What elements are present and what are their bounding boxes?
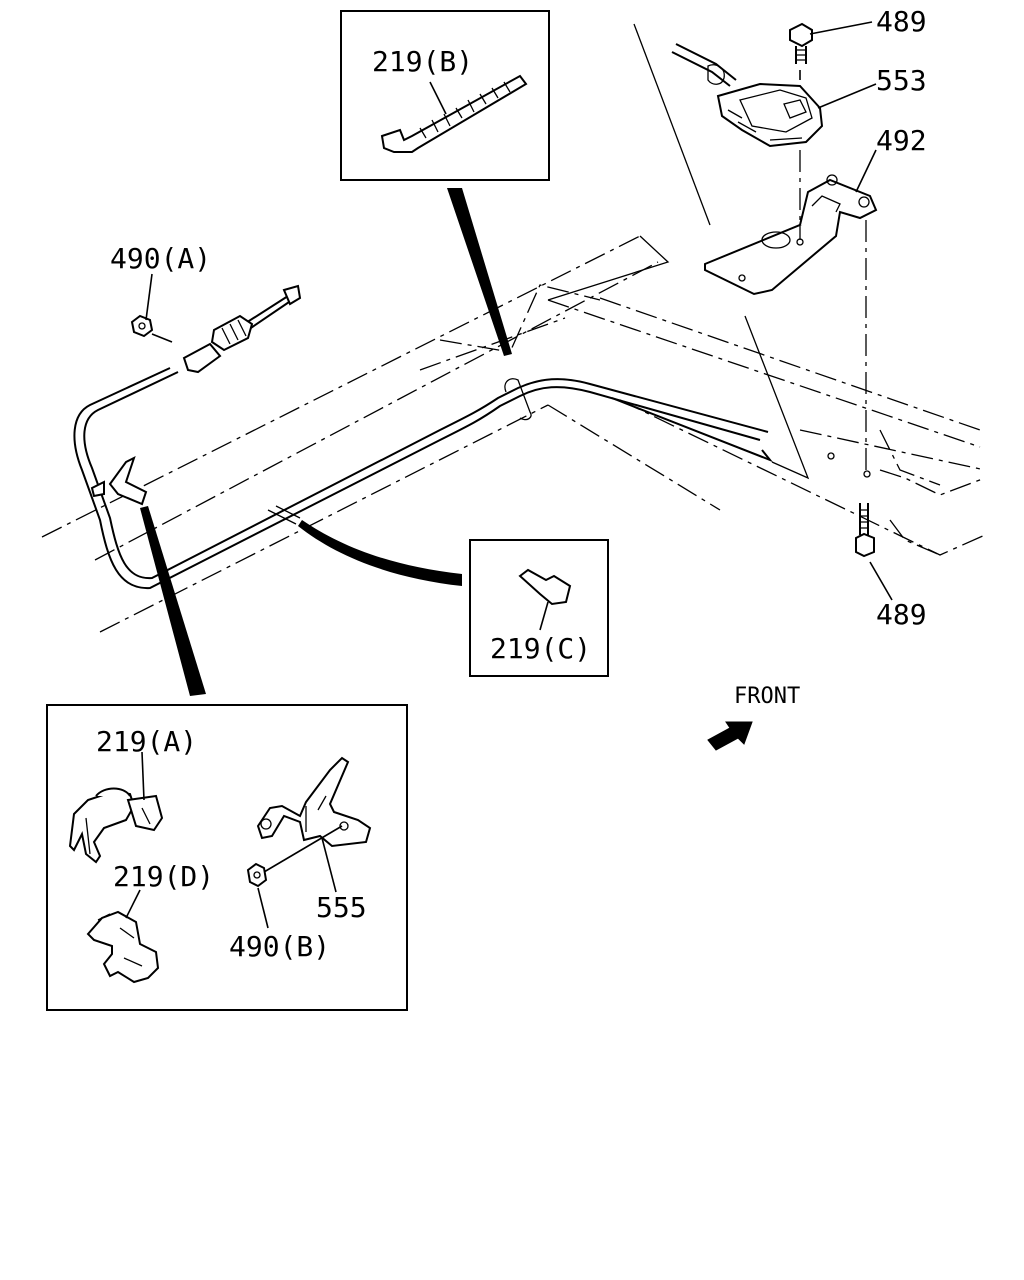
nut-490a: [130, 314, 154, 338]
callout-553: 553: [876, 64, 927, 97]
shift-cable: [73, 367, 774, 590]
front-label: FRONT: [734, 684, 800, 709]
callout-489-bottom: 489: [876, 598, 927, 631]
callout-489-top: 489: [876, 5, 927, 38]
callout-492: 492: [876, 124, 927, 157]
front-arrow-icon: [707, 721, 753, 751]
cable-clip-219b-main: [504, 378, 532, 421]
detail-box-219c: 219(C): [469, 539, 609, 677]
main-leaders: [145, 21, 893, 601]
callout-219a: 219(A): [96, 725, 197, 758]
callout-490b: 490(B): [229, 930, 330, 963]
callout-219c: 219(C): [490, 632, 591, 665]
detail-box-219a-219d-555: 219(A) 219(D) 555 490(B): [46, 704, 408, 1011]
callout-555: 555: [316, 891, 367, 924]
bracket-492: [704, 174, 878, 296]
bolt-489-bottom: [855, 503, 875, 558]
shift-lever-assembly-553: [671, 43, 824, 148]
front-direction-indicator: FRONT: [707, 684, 800, 751]
bracket-555-detail: [256, 756, 372, 893]
callout-219b: 219(B): [372, 45, 473, 78]
clip-219a: [68, 751, 164, 864]
clip-219d: [86, 889, 160, 984]
detail-box-219b: 219(B): [340, 10, 550, 181]
alignment-lines: [633, 23, 867, 480]
detail-connectors: [140, 188, 512, 696]
bolt-489-top: [789, 22, 813, 80]
callout-219d: 219(D): [113, 860, 214, 893]
cable-clip-main: [90, 456, 148, 506]
nut-490b-detail: [246, 862, 269, 929]
callout-490a: 490(A): [110, 242, 211, 275]
cable-end: [182, 284, 302, 374]
